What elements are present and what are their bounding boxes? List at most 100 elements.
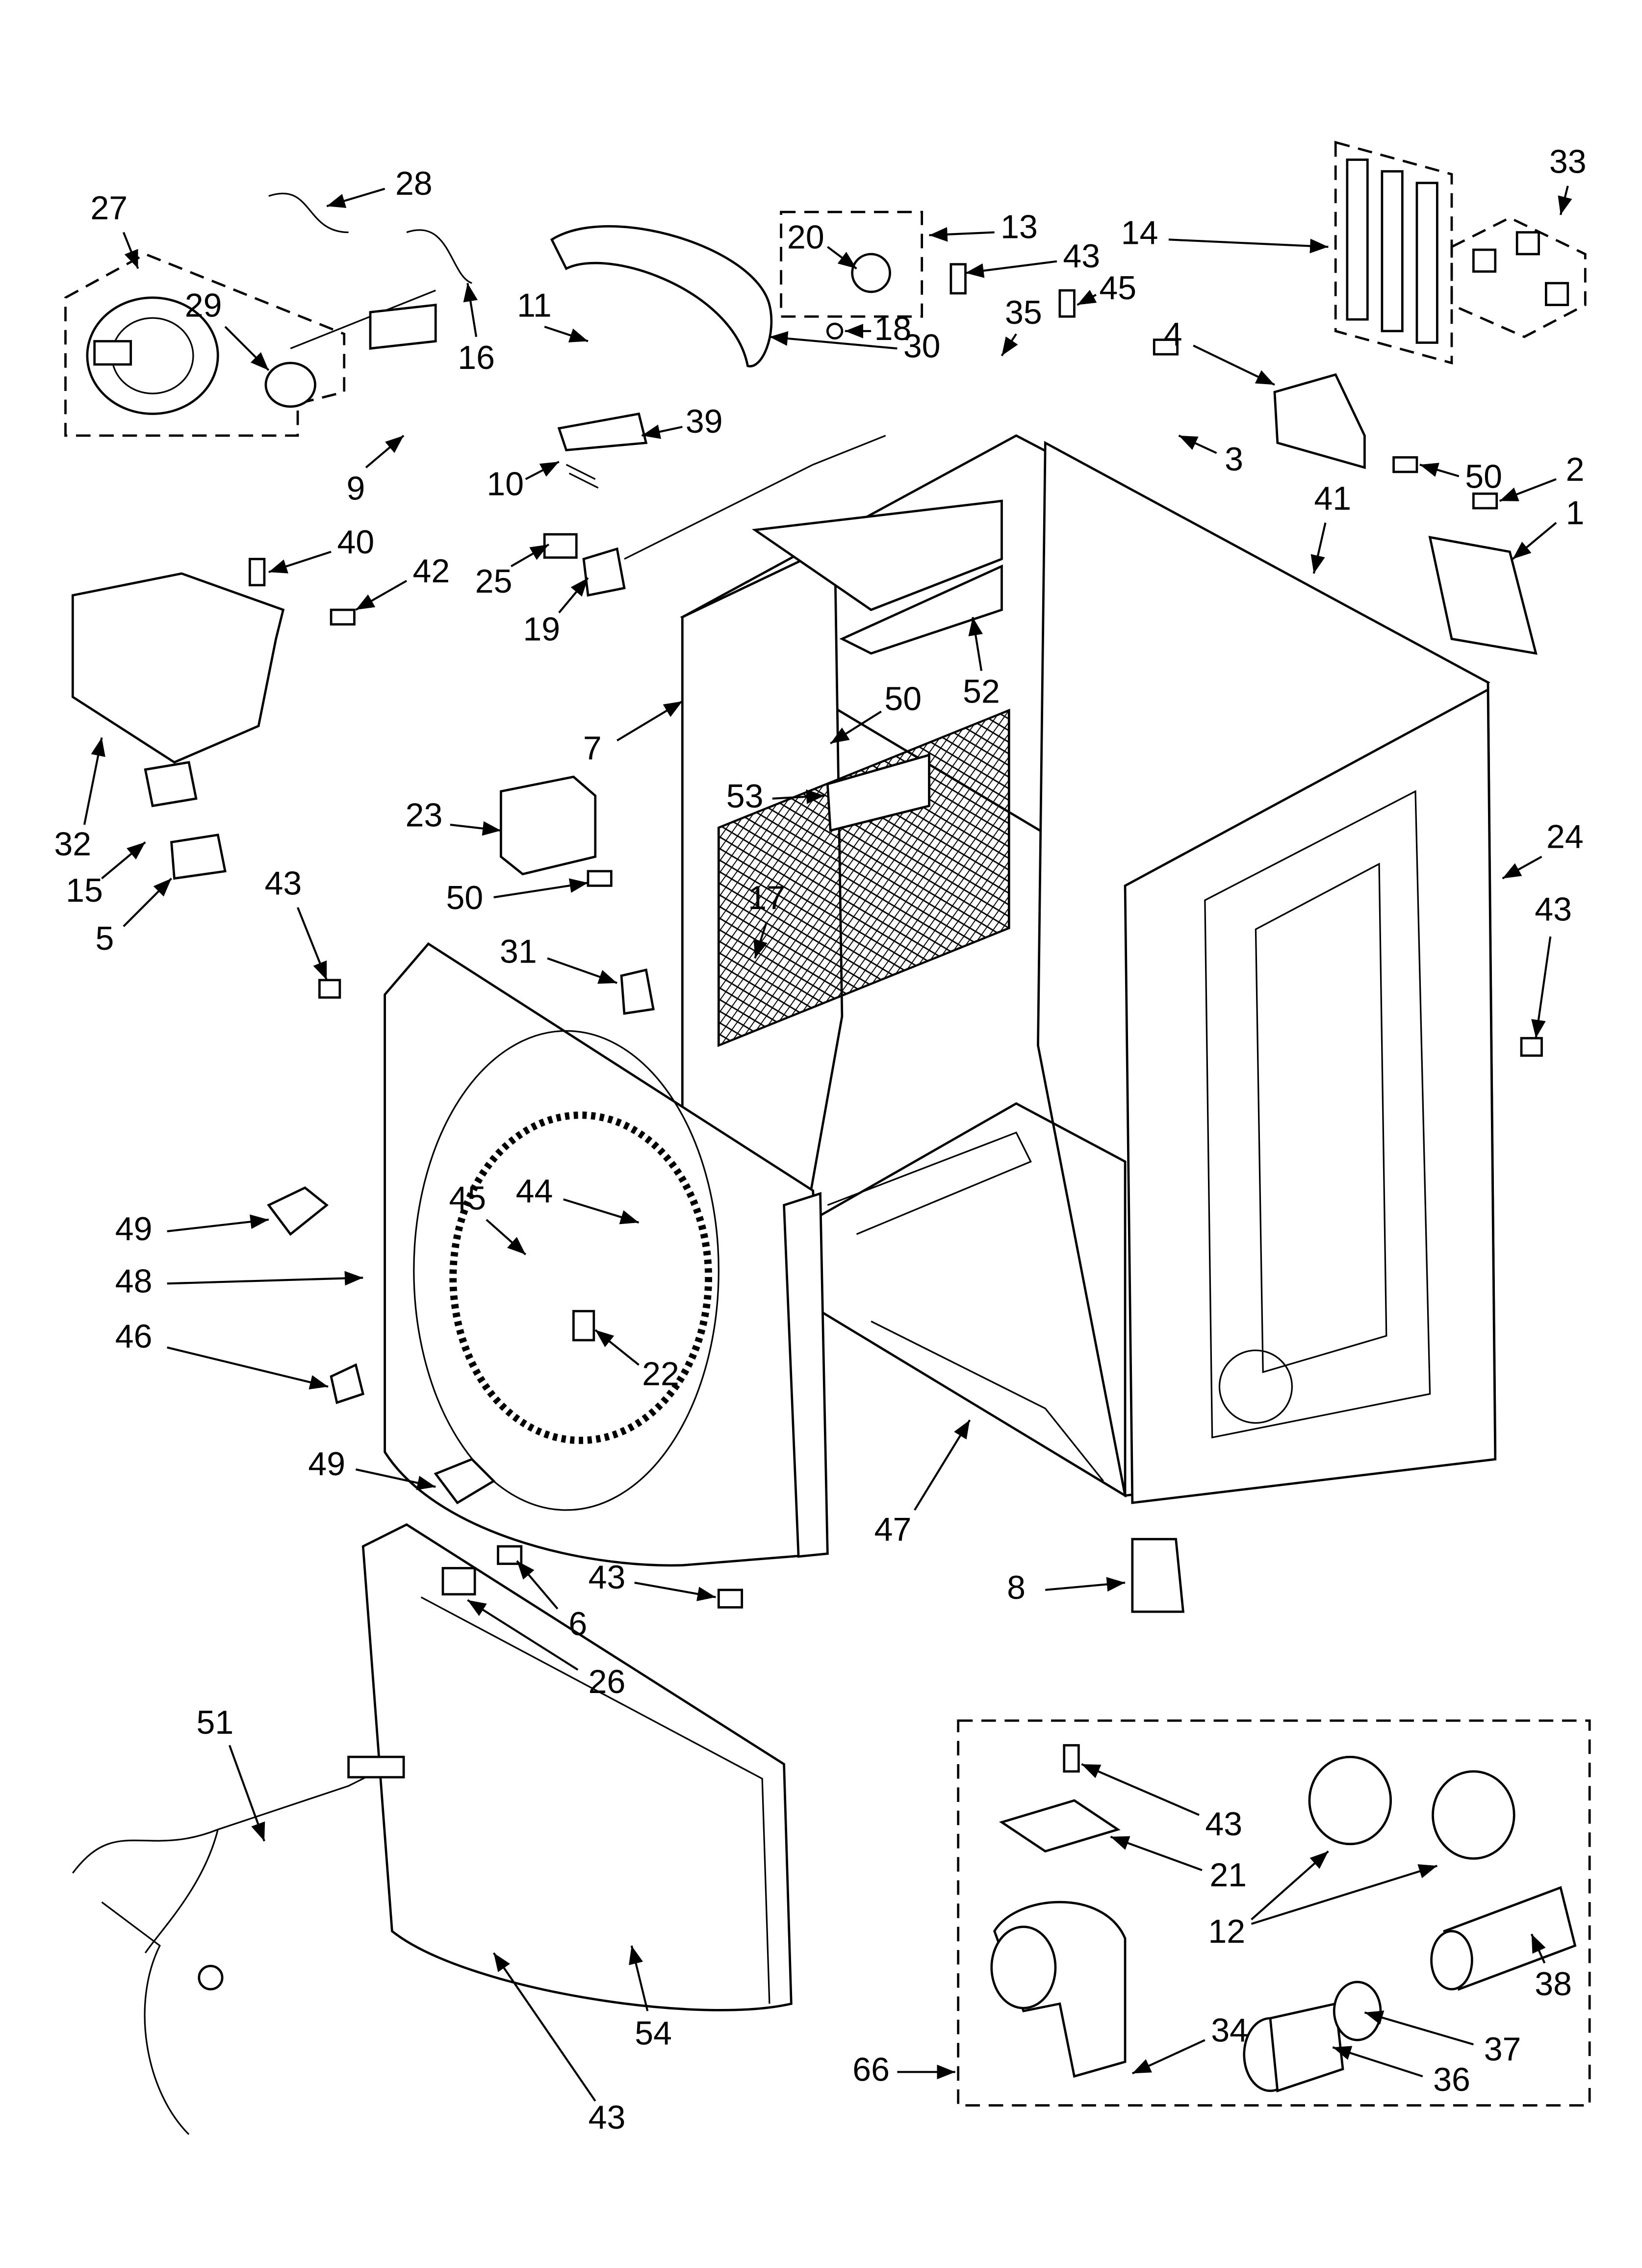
motor-assembly (86, 289, 437, 415)
callout-28: 28 (395, 165, 433, 202)
callout-23: 23 (406, 796, 443, 834)
leader-arrow (365, 435, 405, 469)
callout-10: 10 (487, 465, 524, 502)
callout-32: 32 (54, 825, 91, 862)
clip-46 (330, 1363, 365, 1405)
leader-arrow (228, 1745, 265, 1842)
callout-37: 37 (1484, 2031, 1521, 2068)
callout-50b: 50 (884, 680, 922, 718)
callout-39: 39 (686, 403, 723, 440)
callout-5: 5 (95, 920, 114, 957)
callout-12: 12 (1208, 1913, 1245, 1950)
callout-18: 18 (874, 310, 912, 347)
leader-arrow (167, 1271, 363, 1286)
thermostats (1346, 158, 1569, 344)
callout-43e: 43 (1205, 1805, 1242, 1843)
thermostat-group-box (1334, 140, 1453, 365)
callout-27: 27 (90, 189, 128, 227)
callout-53: 53 (726, 778, 764, 815)
leader-arrow (1178, 435, 1217, 454)
control-panel-back (1428, 536, 1538, 655)
leader-arrow (167, 1214, 269, 1232)
callout-24: 24 (1546, 818, 1584, 856)
callout-11: 11 (517, 287, 552, 324)
terminal-group-box (1450, 216, 1587, 339)
callout-9: 9 (346, 469, 365, 507)
leader-arrow (101, 841, 146, 880)
callout-40: 40 (337, 523, 375, 561)
callout-52: 52 (963, 673, 1000, 710)
vent-kit (990, 1755, 1577, 2093)
leader-arrow (83, 737, 105, 825)
leader-arrow (1499, 478, 1557, 502)
door-catch-31 (620, 968, 655, 1015)
leader-arrow (929, 227, 995, 242)
callout-29: 29 (185, 287, 222, 324)
callout-43b: 43 (1535, 891, 1572, 928)
callout-22: 22 (642, 1356, 679, 1393)
leader-arrow (224, 326, 270, 371)
leader-arrow (914, 1419, 971, 1511)
callout-43c: 43 (265, 864, 302, 902)
vent-kit-box (957, 1719, 1591, 2107)
callout-38: 38 (1535, 1965, 1572, 2003)
leader-arrow (641, 424, 683, 439)
leader-arrow (1531, 936, 1552, 1039)
leader-arrow (563, 1198, 640, 1225)
callout-46: 46 (115, 1318, 153, 1355)
callout-7: 7 (583, 730, 602, 767)
control-box-23 (500, 775, 597, 876)
heater-shield-52 (751, 499, 1003, 611)
leader-arrow (1045, 1577, 1126, 1592)
callout-20: 20 (787, 218, 824, 256)
callout-35: 35 (1005, 294, 1042, 331)
callout-43d: 43 (589, 1559, 626, 1596)
leader-arrow (629, 1945, 649, 2011)
leader-arrow (547, 957, 617, 984)
motor-mount (71, 572, 285, 764)
leader-arrow (634, 1581, 716, 1601)
callout-16: 16 (458, 339, 495, 376)
callout-15: 15 (66, 872, 103, 909)
leader-arrow (965, 260, 1057, 278)
mesh-17 (717, 708, 1010, 1047)
leader-arrow (558, 577, 589, 614)
callout-48: 48 (115, 1262, 153, 1300)
idler-pulley (851, 253, 891, 293)
leader-arrow (525, 461, 560, 480)
callout-21: 21 (1209, 1856, 1247, 1894)
leader-arrow (1530, 1933, 1546, 1964)
callout-44: 44 (516, 1173, 553, 1210)
callout-49: 49 (115, 1210, 153, 1248)
callout-50: 50 (1465, 458, 1502, 495)
leader-arrow (123, 878, 173, 927)
leader-arrow (355, 1468, 436, 1490)
callout-19: 19 (523, 610, 560, 648)
leader-arrow (769, 331, 898, 350)
leader-arrow (326, 187, 385, 208)
callout-43f: 43 (589, 2099, 626, 2136)
callout-13: 13 (1001, 209, 1038, 246)
terminal-block (1273, 373, 1366, 469)
callout-47: 47 (874, 1511, 912, 1548)
clip-49b (434, 1458, 496, 1505)
callout-45: 45 (1099, 269, 1136, 307)
callout-33: 33 (1549, 143, 1587, 180)
leader-arrow (594, 1329, 640, 1366)
leader-arrow (268, 550, 332, 574)
callout-4: 4 (1164, 316, 1182, 353)
leader-arrow (1193, 344, 1275, 386)
leader-arrow (511, 544, 550, 568)
callout-14: 14 (1121, 214, 1158, 251)
front-panel (384, 942, 829, 1567)
leader-arrow (450, 821, 501, 836)
wire-harness-51 (72, 1763, 393, 2135)
callout-50c: 50 (446, 879, 484, 916)
callout-43: 43 (1063, 237, 1100, 275)
leader-arrow (830, 710, 882, 745)
leader-arrow (355, 580, 408, 611)
leader-arrow (616, 700, 683, 742)
callout-8: 8 (1007, 1569, 1026, 1606)
